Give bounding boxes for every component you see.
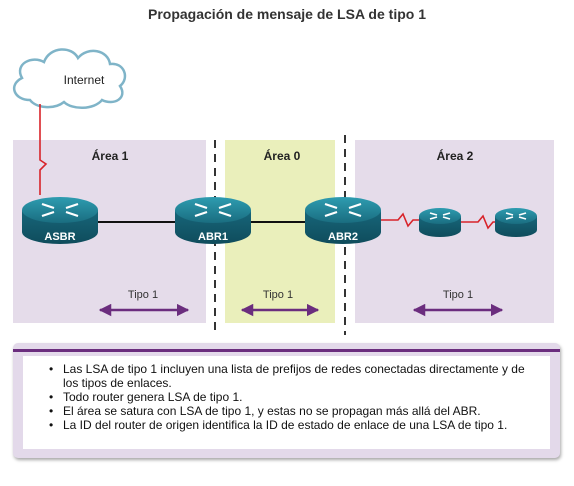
info-box: Las LSA de tipo 1 incluyen una lista de …	[13, 343, 560, 458]
network-diagram: Área 1 Área 0 Área 2 Internet ASBR ABR1	[12, 48, 554, 335]
bullet-item: Todo router genera LSA de tipo 1.	[49, 390, 540, 404]
bullet-item: El área se satura con LSA de tipo 1, y e…	[49, 404, 540, 418]
area2-router-2-icon	[495, 208, 537, 237]
abr1-router-icon	[175, 197, 251, 244]
link-r3-r4	[458, 214, 500, 230]
area-0-tipo-label: Tipo 1	[263, 289, 293, 301]
abr1-label: ABR1	[198, 231, 228, 243]
info-box-bar	[13, 349, 560, 352]
area-2-label: Área 2	[437, 148, 474, 163]
area-1-label: Área 1	[92, 148, 129, 163]
internet-cloud-icon	[12, 48, 127, 109]
abr2-router-icon	[305, 197, 381, 244]
abr2-label: ABR2	[328, 231, 358, 243]
area-2-tipo-label: Tipo 1	[443, 289, 473, 301]
internet-label: Internet	[64, 73, 105, 87]
asbr-router-icon	[22, 197, 98, 244]
asbr-label: ASBR	[44, 231, 75, 243]
bullet-item: La ID del router de origen identifica la…	[49, 418, 540, 432]
area-1-tipo-label: Tipo 1	[128, 289, 158, 301]
link-abr2-r3	[375, 212, 422, 228]
bullet-list: Las LSA de tipo 1 incluyen una lista de …	[23, 356, 550, 432]
area2-router-1-icon	[419, 208, 461, 237]
bullet-item: Las LSA de tipo 1 incluyen una lista de …	[49, 362, 540, 390]
page-title: Propagación de mensaje de LSA de tipo 1	[148, 6, 426, 22]
internet-serial-link	[39, 104, 48, 195]
info-box-content: Las LSA de tipo 1 incluyen una lista de …	[23, 356, 550, 449]
area-0-label: Área 0	[264, 148, 301, 163]
